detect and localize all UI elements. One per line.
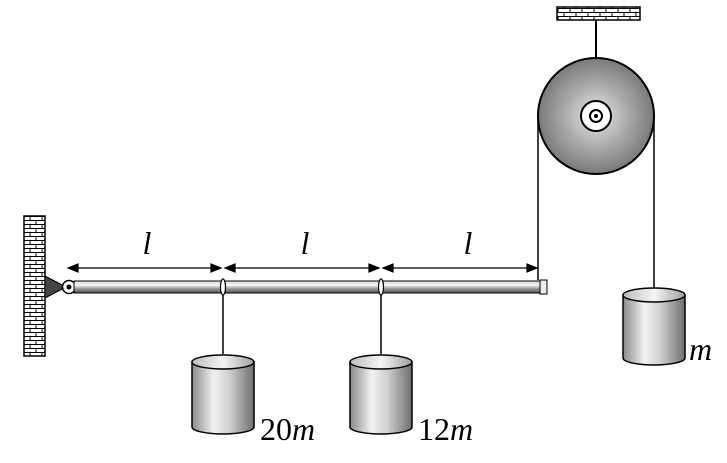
dimension-arrows [66,263,539,273]
left-wall [23,215,46,357]
segment-label-3: l [464,225,473,261]
mass-m [622,287,686,366]
mass-label-1: 20m [260,411,315,447]
segment-label-1: l [143,225,152,261]
segment-label-2: l [301,225,310,261]
mass-12m [349,354,413,435]
pulley [537,57,655,175]
lever-rod [73,278,548,296]
mass-20m [191,354,255,435]
mass-label-2: 12m [418,411,473,447]
mass-label-3: m [689,331,712,367]
strings [222,118,655,354]
hinge-pivot [44,275,77,299]
